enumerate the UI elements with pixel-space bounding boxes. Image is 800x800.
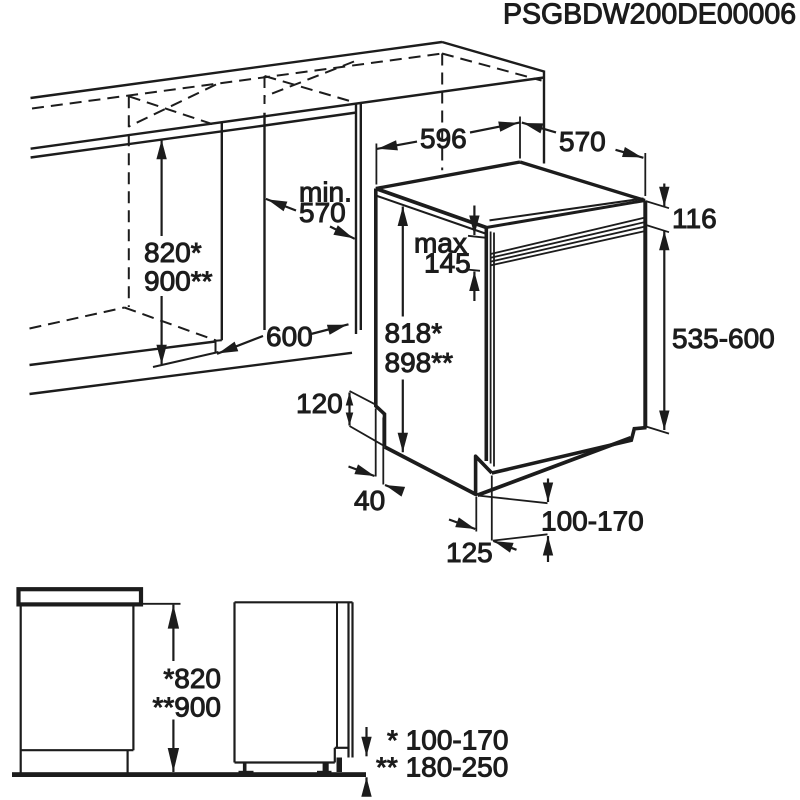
svg-text:570: 570 <box>299 197 346 228</box>
svg-text:*820: *820 <box>163 663 221 694</box>
svg-text:818*: 818* <box>385 318 443 349</box>
svg-text:596: 596 <box>420 123 467 154</box>
svg-text:125: 125 <box>446 537 493 568</box>
svg-text:898**: 898** <box>385 347 454 378</box>
svg-text:min.: min. <box>299 177 352 208</box>
svg-text:570: 570 <box>559 126 606 157</box>
svg-text:535-600: 535-600 <box>672 323 775 354</box>
svg-text:**900: **900 <box>152 692 221 723</box>
svg-text:600: 600 <box>266 321 313 352</box>
svg-text:max: max <box>414 227 467 258</box>
svg-text:100-170: 100-170 <box>541 506 644 537</box>
svg-text:40: 40 <box>354 485 385 516</box>
svg-text:820*: 820* <box>144 237 202 268</box>
svg-text:120: 120 <box>296 388 343 419</box>
svg-text:145: 145 <box>424 247 471 278</box>
svg-text:** 180-250: ** 180-250 <box>376 752 508 783</box>
svg-text:900**: 900** <box>144 266 213 297</box>
svg-text:PSGBDW200DE00006: PSGBDW200DE00006 <box>503 0 796 31</box>
svg-text:* 100-170: * 100-170 <box>387 725 508 756</box>
svg-text:116: 116 <box>672 203 717 234</box>
